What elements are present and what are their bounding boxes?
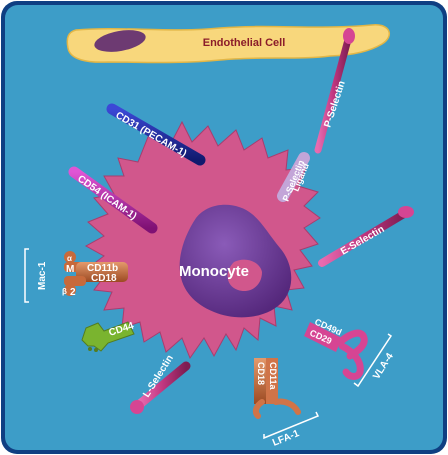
mac1-two: 2 (70, 287, 76, 298)
cd18-mac1-label: CD18 (91, 273, 117, 284)
endothelial-cell-label: Endothelial Cell (203, 37, 286, 49)
monocyte-nucleus (179, 204, 292, 318)
mac1-complex: Mac-1 α M β 2 CD11b CD18 (24, 248, 128, 303)
endothelial-nucleus (94, 30, 146, 52)
lfa1-complex: CD18 CD11a LFA-1 (252, 358, 320, 449)
lfa1-cd18-label: CD18 (256, 362, 266, 385)
mac1-beta: β (62, 287, 67, 296)
mac1-m: M (66, 264, 74, 275)
cd11b-label: CD11b (87, 263, 118, 274)
lfa1-cd11a-label: CD11a (268, 362, 278, 391)
mac1-label: Mac-1 (37, 261, 48, 290)
mac1-alpha: α (67, 254, 72, 263)
endothelial-cell (66, 24, 391, 64)
monocyte-label: Monocyte (179, 263, 249, 280)
